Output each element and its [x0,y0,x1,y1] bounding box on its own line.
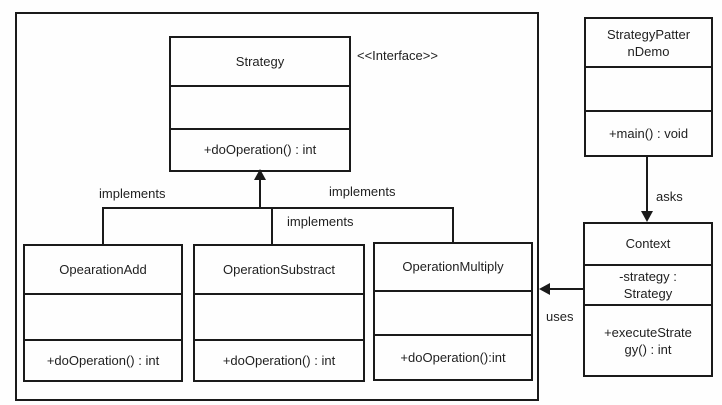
class-strategy-pattern-demo-attributes-empty [586,68,711,112]
class-strategy-pattern-demo-name-line1: StrategyPatter [606,26,691,42]
interface-stereotype-label: <<Interface>> [357,48,438,63]
class-strategy-pattern-demo-name: StrategyPatter nDemo [586,19,711,68]
arrowhead-up-icon [254,169,266,180]
arrowhead-down-icon [641,211,653,222]
class-context-method-line1: +executeStrate [604,324,692,340]
class-operation-substract: OperationSubstract +doOperation() : int [193,244,365,382]
asks-label: asks [656,189,683,204]
implements-arrow-stem [259,179,261,209]
implements-connector-horizontal-line [103,207,454,209]
class-context-name: Context [585,224,711,266]
class-context-method-line2: gy() : int [624,341,672,357]
class-operation-substract-method: +doOperation() : int [222,352,336,368]
implements-label-middle: implements [287,214,354,229]
class-context-attribute-line2: Strategy [623,286,673,301]
asks-arrow-stem [646,157,648,213]
class-strategy: Strategy +doOperation() : int [169,36,351,172]
class-context-method: +executeStrate gy() : int [585,306,711,375]
class-operation-multiply-name: OperationMultiply [375,244,531,292]
class-operation-substract-name: OperationSubstract [195,246,363,295]
arrowhead-left-icon [539,283,550,295]
implements-stub-operation-substract [271,207,273,245]
class-strategy-method: +doOperation() : int [203,142,317,157]
implements-label-right: implements [329,184,396,199]
class-strategy-attributes-empty [171,87,349,130]
package-boundary-box [15,12,539,401]
class-operation-add-attributes-empty [25,295,181,341]
class-operation-add-name: OpearationAdd [25,246,181,295]
class-strategy-pattern-demo: StrategyPatter nDemo +main() : void [584,17,713,157]
uses-label: uses [546,309,574,324]
class-operation-multiply-method: +doOperation():int [400,349,506,365]
implements-label-left: implements [99,186,166,201]
class-context: Context -strategy : Strategy +executeStr… [583,222,713,377]
class-strategy-name: Strategy [171,38,349,87]
class-operation-add-method: +doOperation() : int [46,352,160,368]
class-operation-add: OpearationAdd +doOperation() : int [23,244,183,382]
class-strategy-pattern-demo-name-line2: nDemo [627,43,670,59]
class-context-attribute-line1: -strategy : [619,269,677,284]
class-operation-multiply-attributes-empty [375,292,531,336]
class-operation-substract-attributes-empty [195,295,363,341]
class-operation-multiply: OperationMultiply +doOperation():int [373,242,533,381]
uses-arrow-stem [549,288,583,290]
implements-stub-operation-add [102,207,104,245]
implements-stub-operation-multiply [452,207,454,243]
class-strategy-pattern-demo-method: +main() : void [608,125,689,141]
class-context-attribute: -strategy : Strategy [585,266,711,306]
